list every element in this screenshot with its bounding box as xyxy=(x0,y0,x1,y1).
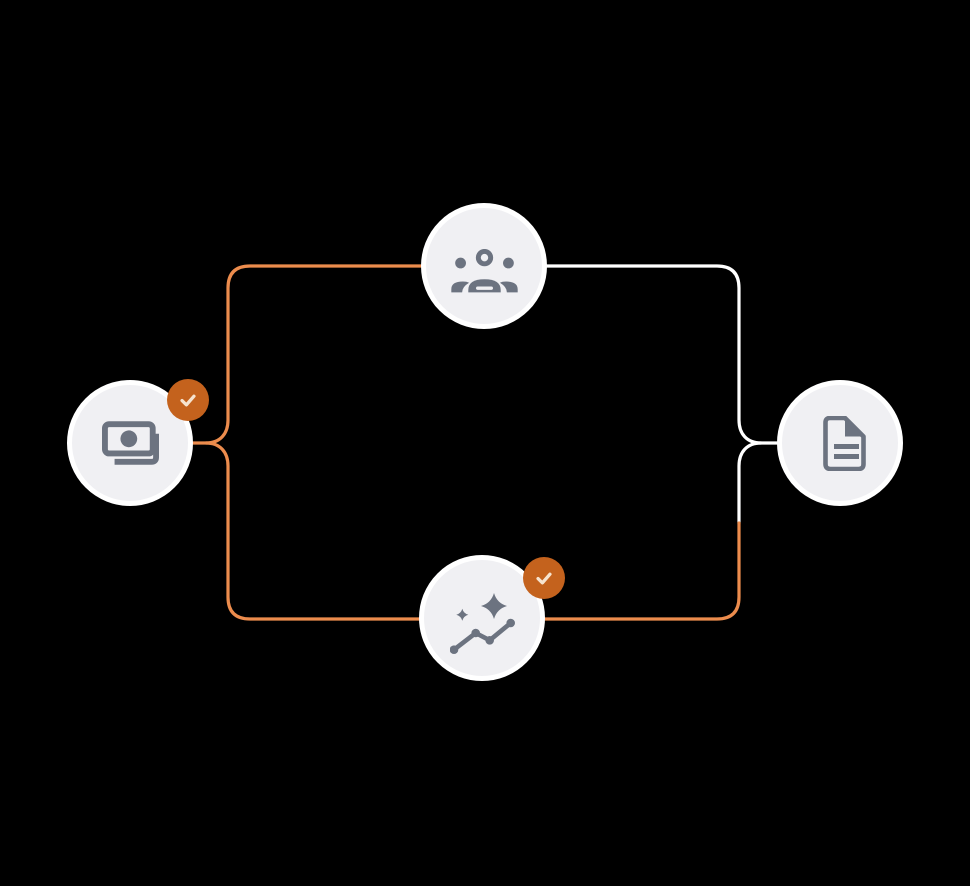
payments-card-icon xyxy=(101,421,159,465)
node-payments[interactable] xyxy=(67,379,209,506)
node-trend[interactable] xyxy=(419,555,565,681)
node-document[interactable] xyxy=(777,380,903,506)
connector-top-to-right xyxy=(482,264,779,445)
completed-badge xyxy=(523,557,565,599)
connector-left-to-top xyxy=(190,264,486,445)
connector-left-to-bottom-to-right xyxy=(204,441,741,621)
node-people[interactable] xyxy=(421,203,547,329)
checkmark-icon xyxy=(536,572,552,585)
people-group-icon xyxy=(449,248,520,294)
checkmark-icon xyxy=(180,394,196,407)
connector-right-merge xyxy=(737,441,763,525)
completed-badge xyxy=(167,379,209,421)
trend-sparkles-icon xyxy=(449,591,515,654)
document-file-icon xyxy=(821,415,868,471)
